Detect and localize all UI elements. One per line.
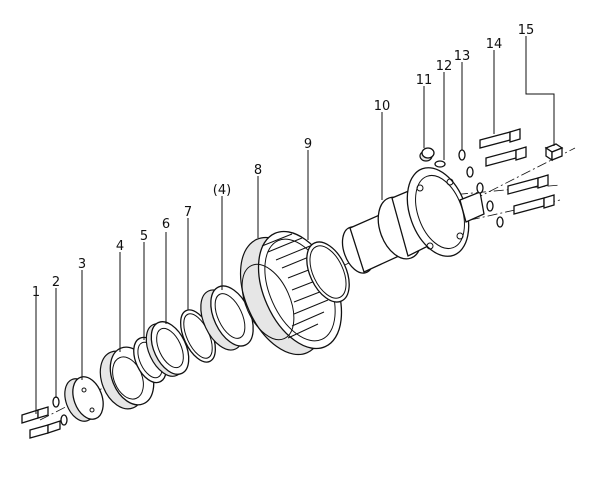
label-4: 4 [116,239,124,254]
part-11-nut [419,147,435,162]
label-12: 12 [436,59,453,74]
part-13-washers [458,149,504,228]
part-3-end-plate [64,376,104,422]
part-12-washer [434,160,446,168]
label-7: 7 [184,205,192,220]
label-15: 15 [518,23,535,38]
part-1-bolts [21,406,61,439]
label-3: 3 [78,257,86,272]
label-13: 13 [454,49,471,64]
leader-lines [35,36,555,414]
label-5: 5 [140,229,148,244]
label-10: 10 [374,99,391,114]
part-2-washers [52,396,68,426]
part-4-bearing-ring [99,346,155,410]
part-9-o-ring [306,241,350,303]
part-6-ring [145,321,190,377]
label-11: 11 [416,73,433,88]
label-1: 1 [32,285,40,300]
label-4b: (4) [213,183,231,198]
part-15-square-nut [544,143,564,162]
part-10-shaft-housing [341,167,485,274]
label-14: 14 [486,37,503,52]
part-4b-bearing-ring [200,285,254,351]
label-9: 9 [304,137,312,152]
label-6: 6 [162,217,170,232]
label-2: 2 [52,275,60,290]
part-14-bolts [479,128,555,215]
label-8: 8 [254,163,262,178]
center-axis [39,147,576,421]
